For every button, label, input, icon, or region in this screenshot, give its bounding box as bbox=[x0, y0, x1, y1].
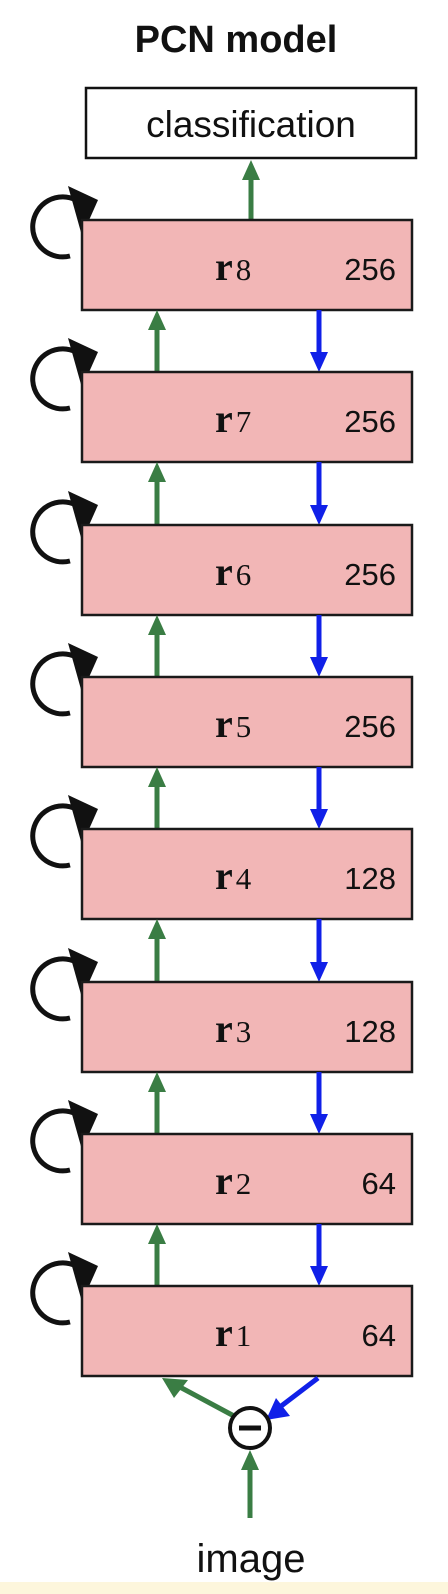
layer-box-r6: r6 256 bbox=[80, 523, 414, 617]
input-stage bbox=[162, 1376, 320, 1518]
footer-strip bbox=[0, 1582, 448, 1594]
recurrent-loop-4 bbox=[30, 795, 98, 869]
layer-label: r6 bbox=[215, 549, 251, 594]
feedback-arrow-4 bbox=[310, 767, 328, 829]
layer-label: r1 bbox=[215, 1310, 251, 1355]
feedforward-arrow-4 bbox=[148, 767, 166, 829]
layer-units: 128 bbox=[344, 1014, 396, 1049]
feedforward-arrow-3 bbox=[148, 919, 166, 982]
layer-index: 7 bbox=[236, 404, 252, 439]
feedforward-arrow-1 bbox=[148, 1224, 166, 1286]
feedforward-arrow-7 bbox=[148, 310, 166, 372]
layer-units: 256 bbox=[344, 557, 396, 592]
layer-index: 2 bbox=[236, 1166, 252, 1201]
feedforward-arrow-5 bbox=[148, 615, 166, 677]
layer-index: 5 bbox=[236, 709, 252, 744]
feedback-arrow-5 bbox=[310, 615, 328, 677]
layer-symbol: r bbox=[215, 853, 233, 898]
output-label: classification bbox=[146, 104, 356, 145]
layer-label: r5 bbox=[215, 701, 251, 746]
layer-units: 256 bbox=[344, 404, 396, 439]
layer-units: 128 bbox=[344, 861, 396, 896]
layer-label: r2 bbox=[215, 1158, 251, 1203]
feedback-arrow-3 bbox=[310, 919, 328, 982]
layer-index: 4 bbox=[236, 861, 252, 896]
layer-symbol: r bbox=[215, 549, 233, 594]
feedback-arrow-1 bbox=[310, 1224, 328, 1286]
layer-label: r7 bbox=[215, 396, 251, 441]
layer-units: 256 bbox=[344, 252, 396, 287]
layer-symbol: r bbox=[215, 244, 233, 289]
recurrent-loop-1 bbox=[30, 1252, 98, 1326]
feedforward-arrow-2 bbox=[148, 1072, 166, 1134]
error-node bbox=[228, 1406, 272, 1450]
layer-symbol: r bbox=[215, 396, 233, 441]
layer-box-r1: r1 64 bbox=[80, 1284, 414, 1378]
layer-symbol: r bbox=[215, 1158, 233, 1203]
recurrent-loop-5 bbox=[30, 643, 98, 717]
recurrent-loop-6 bbox=[30, 491, 98, 565]
layer-label: r4 bbox=[215, 853, 252, 898]
layer-index: 6 bbox=[236, 557, 252, 592]
feedback-arrow-r1-to-error bbox=[266, 1376, 320, 1420]
feedforward-arrow-6 bbox=[148, 462, 166, 525]
input-label: image bbox=[197, 1537, 306, 1581]
layer-box-r8: r8 256 bbox=[80, 218, 414, 312]
layer-box-r7: r7 256 bbox=[80, 370, 414, 464]
layer-box-r3: r3 128 bbox=[80, 980, 414, 1074]
output-box bbox=[84, 86, 418, 160]
feedback-arrow-6 bbox=[310, 462, 328, 525]
layer-symbol: r bbox=[215, 701, 233, 746]
diagram-title: PCN model bbox=[135, 19, 338, 61]
feedback-arrow-2 bbox=[310, 1072, 328, 1134]
layer-units: 256 bbox=[344, 709, 396, 744]
layer-box-r2: r2 64 bbox=[80, 1132, 414, 1226]
layer-symbol: r bbox=[215, 1310, 233, 1355]
layer-index: 1 bbox=[236, 1318, 252, 1353]
layer-index: 8 bbox=[236, 252, 252, 287]
recurrent-loop-8 bbox=[30, 186, 98, 260]
layer-units: 64 bbox=[362, 1166, 396, 1201]
recurrent-loop-2 bbox=[30, 1100, 98, 1174]
feedforward-arrow-to-output bbox=[242, 160, 260, 220]
feedforward-arrow-image-to-error bbox=[241, 1450, 259, 1518]
layer-label: r3 bbox=[215, 1006, 251, 1051]
layer-box-r4: r4 128 bbox=[80, 827, 414, 921]
recurrent-loop-7 bbox=[30, 338, 98, 412]
feedback-arrow-7 bbox=[310, 310, 328, 372]
layer-index: 3 bbox=[236, 1014, 252, 1049]
feedforward-arrow-error-to-r1 bbox=[162, 1378, 236, 1419]
layer-box-r5: r5 256 bbox=[80, 675, 414, 769]
layer-symbol: r bbox=[215, 1006, 233, 1051]
layer-units: 64 bbox=[362, 1318, 396, 1353]
layer-label: r8 bbox=[215, 244, 251, 289]
recurrent-loop-3 bbox=[30, 948, 98, 1022]
